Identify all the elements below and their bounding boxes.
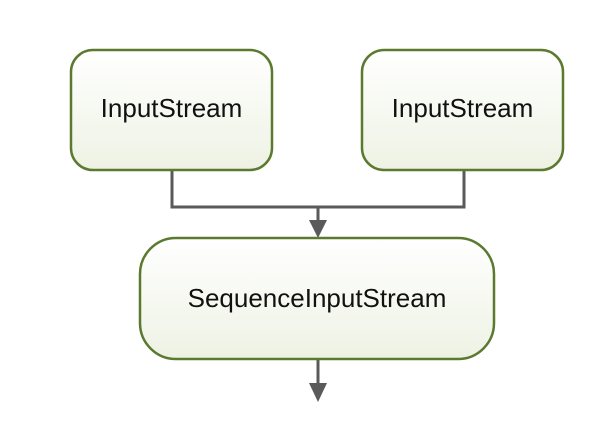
node-input-stream-left-label: InputStream (101, 93, 243, 123)
node-input-stream-right-box (360, 48, 565, 172)
node-sequence-input-stream-box (138, 236, 496, 361)
node-input-stream-right-label: InputStream (392, 93, 534, 123)
node-input-stream-left[interactable]: InputStream (69, 48, 274, 172)
node-input-stream-right[interactable]: InputStream (360, 48, 565, 172)
node-input-stream-left-box (69, 48, 274, 172)
node-sequence-input-stream-label: SequenceInputStream (188, 283, 447, 313)
arrowhead-into-sequence (309, 220, 327, 238)
connector-right-input (318, 170, 466, 209)
node-sequence-input-stream[interactable]: SequenceInputStream (138, 236, 496, 361)
connector-left-input (170, 170, 318, 209)
arrowhead-out-of-sequence (309, 383, 327, 402)
